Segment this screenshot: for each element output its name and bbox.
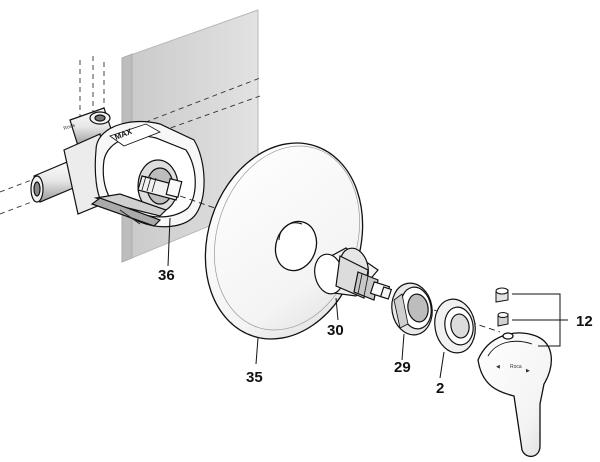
hot-indicator: ▶ bbox=[526, 368, 530, 374]
brand-marking-body: Roca bbox=[63, 123, 76, 132]
trim-ring bbox=[434, 298, 476, 354]
cartridge-nut bbox=[391, 282, 433, 336]
leader-lines bbox=[167, 217, 568, 379]
lever-handle bbox=[477, 332, 553, 457]
brand-marking-handle: Roca bbox=[510, 364, 522, 370]
callout-35: 35 bbox=[246, 369, 263, 386]
callout-36: 36 bbox=[158, 267, 175, 284]
callout-2: 2 bbox=[436, 380, 445, 397]
cold-indicator: ◀ bbox=[496, 364, 500, 370]
valve-body-assembly bbox=[30, 107, 205, 228]
cap-screw-top bbox=[495, 287, 509, 303]
callout-29: 29 bbox=[394, 359, 411, 376]
callout-12: 12 bbox=[576, 313, 593, 330]
set-screws bbox=[495, 287, 509, 327]
callout-30: 30 bbox=[327, 322, 344, 339]
set-screw-bottom bbox=[497, 312, 509, 327]
cartridge bbox=[314, 247, 393, 301]
